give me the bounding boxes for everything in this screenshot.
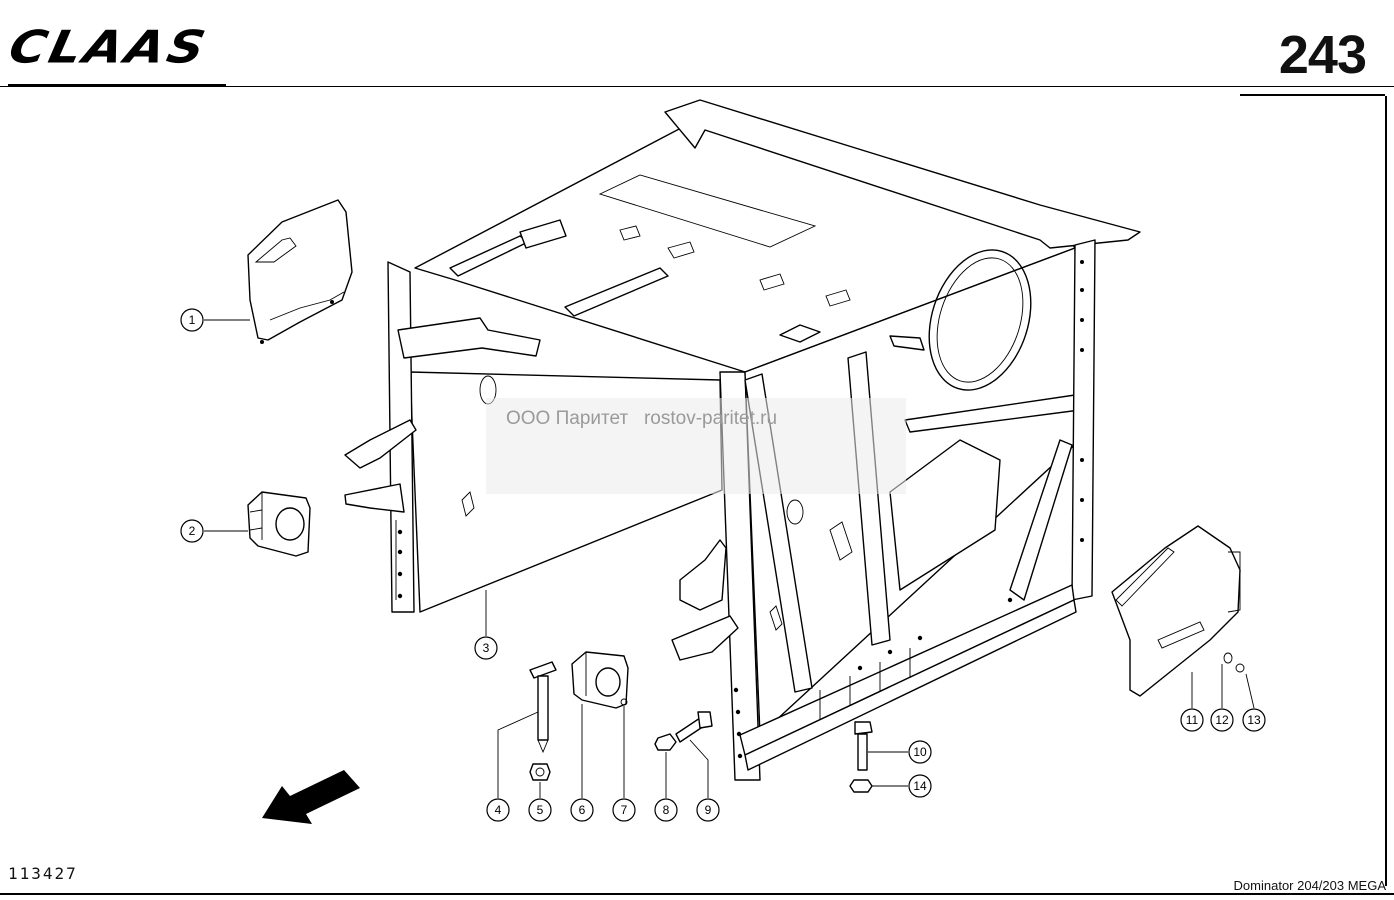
svg-text:7: 7: [621, 803, 628, 817]
watermark-box: [486, 398, 906, 494]
part-cover-plate-right: [1111, 525, 1241, 697]
svg-text:5: 5: [537, 803, 544, 817]
svg-text:8: 8: [663, 803, 670, 817]
svg-text:12: 12: [1215, 713, 1229, 727]
svg-text:6: 6: [579, 803, 586, 817]
callout-1: 1: [180, 308, 204, 332]
callout-8: 8: [654, 798, 678, 822]
callout-7: 7: [612, 798, 636, 822]
svg-text:13: 13: [1247, 713, 1261, 727]
arrow-lower-left-icon: [262, 770, 360, 824]
part-nut-14: [849, 779, 873, 793]
part-washer-12: [1223, 652, 1233, 664]
svg-text:4: 4: [495, 803, 502, 817]
callout-3: 3: [474, 636, 498, 660]
callout-14: 14: [908, 774, 932, 798]
svg-text:14: 14: [913, 779, 927, 793]
part-nut-13: [1235, 663, 1245, 673]
model-name: Dominator 204/203 MEGA: [1233, 878, 1386, 893]
part-cover-plate: [247, 199, 353, 344]
callout-9: 9: [696, 798, 720, 822]
svg-text:10: 10: [913, 745, 927, 759]
part-washer-7: [620, 698, 628, 706]
watermark-text: ООО Паритет rostov-paritet.ru: [506, 408, 778, 429]
part-bearing-bracket-6: [571, 651, 629, 709]
frame-top-border: [0, 86, 1394, 87]
frame-bottom-border: [0, 893, 1394, 895]
callout-10: 10: [908, 740, 932, 764]
leader-lines: [204, 319, 1255, 798]
drawing-number: 113427: [8, 864, 78, 883]
page-number: 243: [1278, 25, 1367, 85]
part-bolt-4: [529, 661, 557, 754]
svg-text:9: 9: [705, 803, 712, 817]
logo-underline: [8, 84, 226, 86]
callout-2: 2: [180, 519, 204, 543]
part-bearing-bracket-left: [247, 491, 311, 557]
callout-12: 12: [1210, 708, 1234, 732]
part-bolt-9: [675, 711, 713, 743]
svg-text:3: 3: [483, 641, 490, 655]
svg-text:11: 11: [1186, 713, 1199, 727]
callout-13: 13: [1242, 708, 1266, 732]
part-nut-8: [654, 733, 677, 751]
part-bolt-10: [854, 721, 873, 771]
svg-text:1: 1: [189, 313, 196, 327]
callout-5: 5: [528, 798, 552, 822]
svg-text:2: 2: [189, 524, 196, 538]
callout-6: 6: [570, 798, 594, 822]
callout-4: 4: [486, 798, 510, 822]
part-nut-5: [529, 763, 551, 781]
page-number-underline: [1240, 94, 1385, 96]
callout-11: 11: [1180, 708, 1204, 732]
frame-right-border: [1385, 96, 1387, 886]
